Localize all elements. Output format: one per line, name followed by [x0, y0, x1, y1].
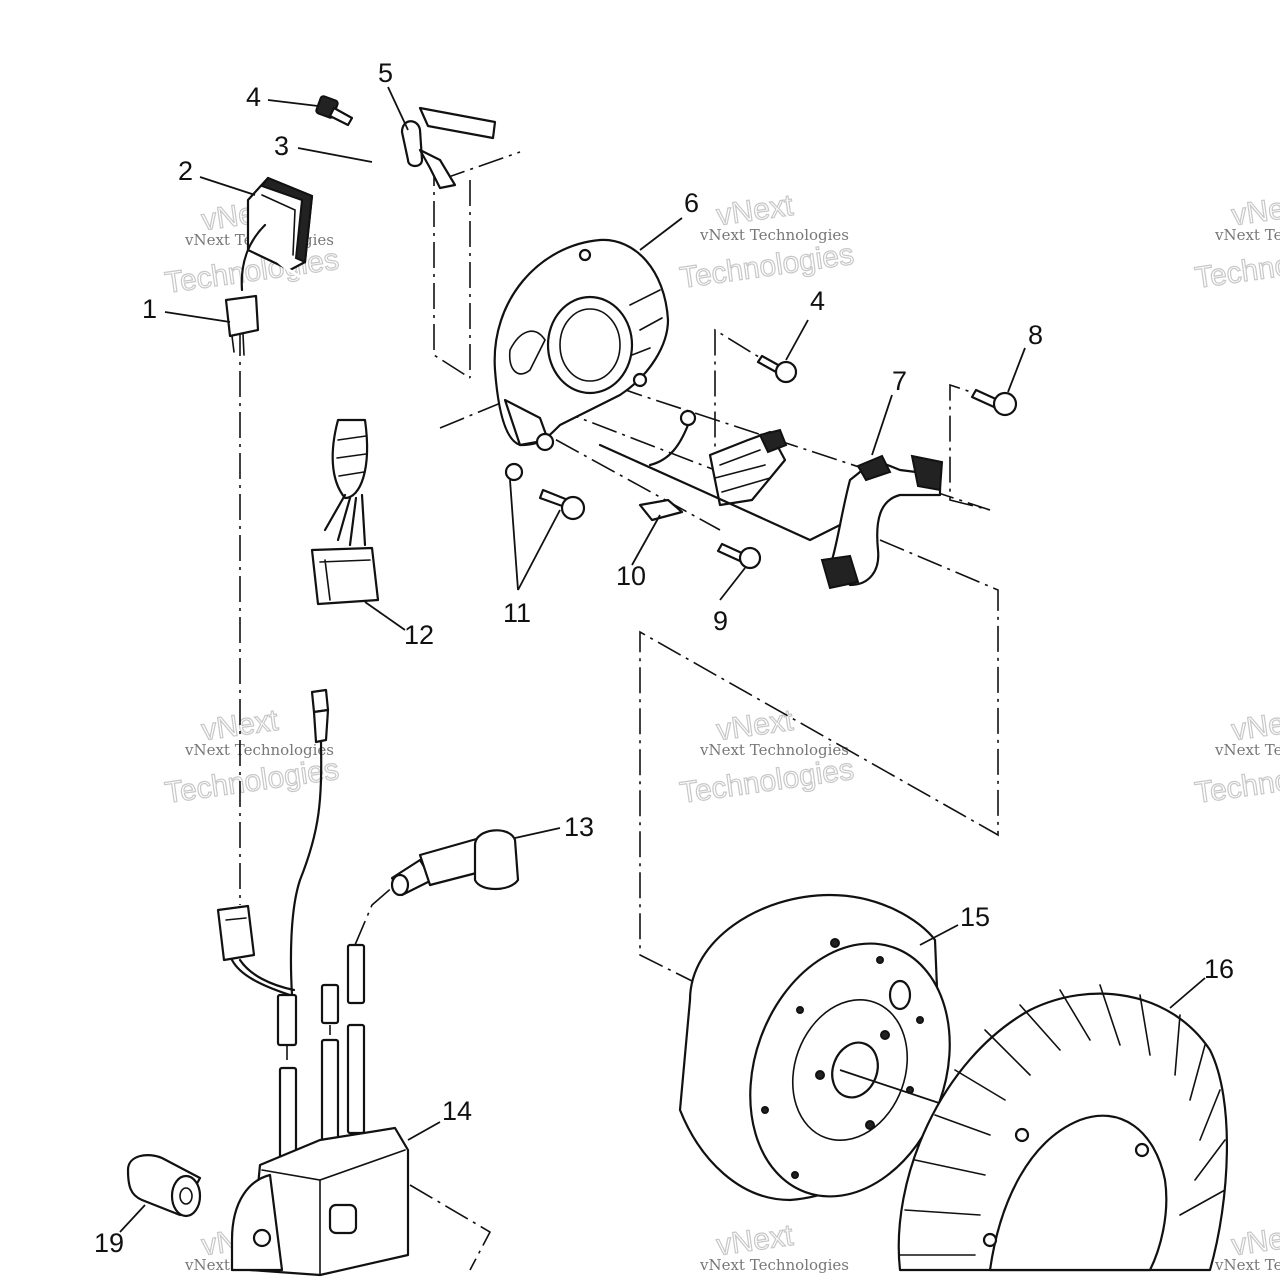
callout-4-top: 4 — [246, 82, 261, 112]
callout-6: 6 — [684, 188, 699, 218]
watermark-text-3: Technologies — [163, 753, 341, 810]
watermark-text-3: Technologies — [678, 238, 856, 295]
watermark-text-2: vNext Technologies — [699, 226, 849, 244]
watermark-text-2: vNext Technologies — [1214, 1256, 1280, 1274]
callout-14: 14 — [442, 1096, 472, 1126]
wire-clamp-part-5 — [400, 120, 457, 190]
watermark-text-2: vNext Technologies — [699, 741, 849, 759]
ignition-coil-part-14 — [230, 943, 410, 1277]
callout-16: 16 — [1204, 954, 1234, 984]
alignment-line-plug-cap — [354, 884, 396, 946]
watermark-text-3: Technologies — [678, 753, 856, 810]
callout-11: 11 — [503, 598, 531, 628]
alignment-line-coil-base — [409, 1184, 492, 1271]
charging-coil — [648, 409, 788, 507]
alignment-line-upper-left — [433, 160, 471, 379]
screw-washer-part-11 — [504, 462, 586, 521]
watermark-text-2: vNext Technologies — [699, 1256, 849, 1274]
callout-8: 8 — [1028, 320, 1043, 350]
screw-part-4-right — [756, 354, 798, 384]
watermark-top-right: vNext vNext Technologies Technologies — [1192, 188, 1280, 295]
callout-12: 12 — [404, 620, 434, 650]
wire-clip-part-10 — [638, 498, 684, 522]
watermark-bottom-center: vNext vNext Technologies — [699, 1218, 849, 1274]
screw-part-9 — [716, 542, 762, 570]
callout-7: 7 — [892, 366, 907, 396]
callout-19: 19 — [94, 1228, 124, 1258]
callout-13: 13 — [564, 812, 594, 842]
spark-plug-cap-part-13 — [390, 829, 520, 897]
regulator-part-2 — [246, 176, 314, 272]
bushing-part-19 — [126, 1154, 202, 1218]
flywheel-part-15 — [678, 893, 1021, 1202]
watermark-bottom-right: vNext vNext Technologies — [1214, 1218, 1280, 1274]
watermark-mid-center: vNext vNext Technologies Technologies — [677, 703, 856, 810]
callout-9: 9 — [713, 606, 728, 636]
lower-connector — [216, 904, 296, 997]
connector-part-12 — [310, 418, 380, 606]
callout-labels: 1 2 3 4 5 6 4 7 8 9 10 11 12 13 14 15 16… — [94, 58, 1234, 1258]
alignment-lines — [239, 151, 999, 1271]
alignment-line-screw-11 — [519, 419, 721, 531]
screw-part-8 — [970, 388, 1018, 417]
watermark-text-3: Technologies — [1193, 753, 1280, 810]
callout-5: 5 — [378, 58, 393, 88]
pickup-coil-part-7 — [598, 443, 944, 590]
watermark-mid-right: vNext vNext Technologies Technologies — [1192, 703, 1280, 810]
watermark-top-center: vNext vNext Technologies Technologies — [677, 188, 856, 295]
alignment-line-bracket — [439, 151, 521, 181]
alignment-line-flywheel — [639, 539, 999, 986]
callout-10: 10 — [616, 561, 646, 591]
leader-lines — [119, 86, 1206, 1233]
kill-switch-lead — [289, 688, 330, 997]
watermark-text-2: vNext Technologies — [184, 741, 334, 759]
screw-part-4-top — [315, 95, 354, 127]
wire-lead-part-3 — [298, 106, 497, 207]
watermark-text-2: vNext Technologies — [1214, 741, 1280, 759]
callout-1: 1 — [142, 294, 157, 324]
watermark-text-2: vNext Technologies — [1214, 226, 1280, 244]
callout-15: 15 — [960, 902, 990, 932]
watermark-text-3: Technologies — [1193, 238, 1280, 295]
cooling-fan-part-16 — [897, 984, 1228, 1272]
callout-2: 2 — [178, 156, 193, 186]
callout-3: 3 — [274, 131, 289, 161]
wire-harness-part-1 — [224, 223, 354, 402]
callout-4-right: 4 — [810, 286, 825, 316]
stator-plate-part-6 — [493, 238, 670, 452]
